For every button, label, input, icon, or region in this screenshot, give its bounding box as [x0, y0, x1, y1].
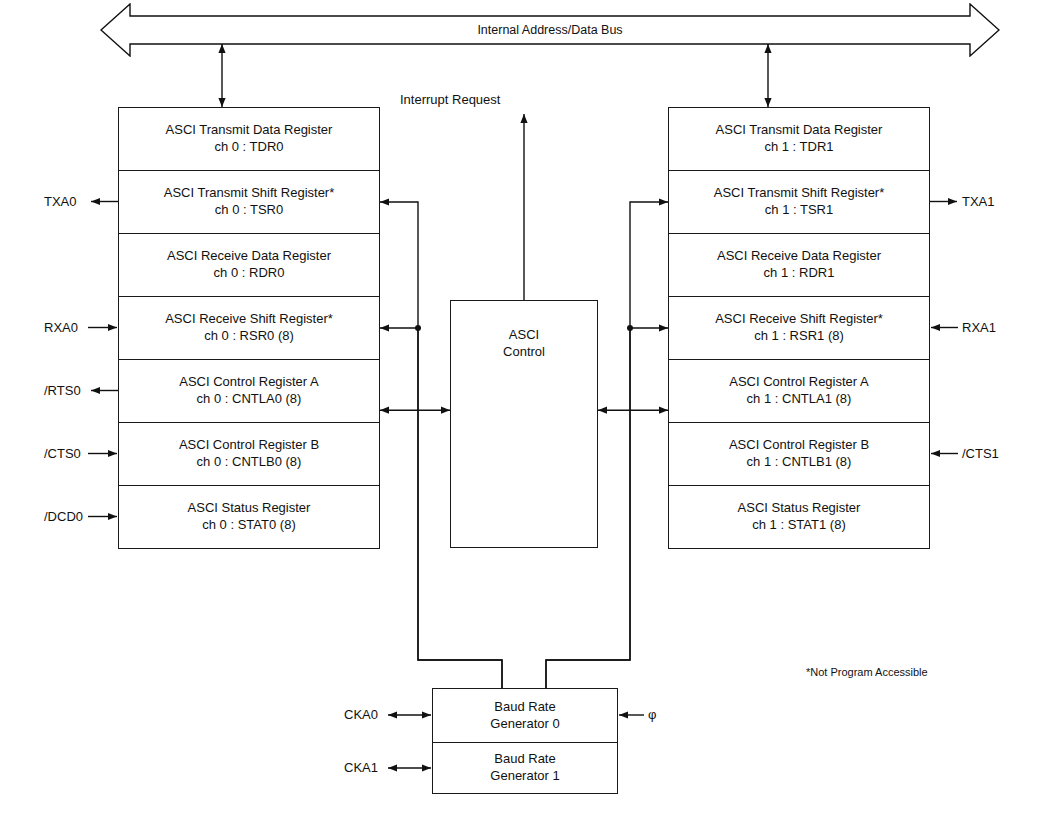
rxa0-arrow	[88, 327, 117, 328]
register-name: Baud Rate Generator 0	[483, 699, 567, 733]
register-box: ASCI Control Register Bch 0 : CNTLB0 (8)	[118, 422, 380, 486]
register-box: ASCI Control Register Ach 1 : CNTLA1 (8)	[668, 359, 930, 423]
generator-box: Baud Rate Generator 0	[432, 688, 618, 743]
register-name: ASCI Receive Shift Register*	[715, 311, 883, 328]
cka1-arrow	[388, 767, 431, 768]
signal-label: RXA1	[962, 319, 996, 336]
bus-shape	[101, 4, 999, 56]
register-name: Internal Address/Data Bus	[477, 22, 622, 38]
register-name: ASCI Receive Data Register	[717, 248, 881, 265]
register-box: ASCI Transmit Shift Register*ch 1 : TSR1	[668, 170, 930, 234]
rxa1-arrow	[931, 327, 958, 328]
channel-name: ch 0 : TDR0	[214, 139, 283, 156]
register-name: ASCI Transmit Data Register	[166, 122, 333, 139]
signal-label: RXA0	[44, 319, 78, 336]
signal-label: CKA1	[344, 760, 378, 777]
register-box: ASCI Receive Shift Register*ch 0 : RSR0 …	[118, 296, 380, 360]
connector-line	[598, 410, 668, 411]
connector-line	[380, 410, 450, 411]
register-box: ASCI Transmit Data Registerch 0 : TDR0	[118, 107, 380, 171]
dcd0-arrow	[88, 516, 117, 517]
register-name: ASCI Transmit Data Register	[716, 122, 883, 139]
generator-box: Baud Rate Generator 1	[432, 742, 618, 794]
arrow-head	[659, 407, 668, 414]
register-name: ASCI Receive Data Register	[167, 248, 331, 265]
connector-line	[221, 44, 222, 107]
channel-name: ch 1 : RSR1 (8)	[754, 328, 844, 345]
channel-name: ch 0 : RSR0 (8)	[204, 328, 294, 345]
junction-dot	[627, 325, 633, 331]
register-name: ASCI Control Register B	[179, 437, 319, 454]
arrow-head	[441, 407, 450, 414]
arrow-head	[659, 324, 668, 331]
signal-label: /DCD0	[44, 508, 83, 525]
channel-name: ch 1 : CNTLA1 (8)	[747, 391, 852, 408]
interrupt-label: Interrupt Request	[400, 92, 500, 109]
register-box: ASCI Status Registerch 1 : STAT1 (8)	[668, 485, 930, 549]
arrow-head	[218, 98, 225, 107]
channel-name: ch 0 : STAT0 (8)	[202, 517, 295, 534]
channel-name: ch 1 : CNTLB1 (8)	[747, 454, 852, 471]
register-name: ASCI Control	[494, 327, 554, 361]
arrow-head	[659, 198, 668, 205]
register-name: ASCI Receive Shift Register*	[165, 311, 333, 328]
txa1-arrow	[930, 201, 957, 202]
interrupt-arrow	[523, 114, 524, 300]
register-name: ASCI Status Register	[738, 500, 861, 517]
register-name: ASCI Control Register B	[729, 437, 869, 454]
arrow-head	[218, 44, 225, 53]
connector	[598, 407, 668, 414]
register-box: ASCI Transmit Data Registerch 1 : TDR1	[668, 107, 930, 171]
connector	[218, 44, 225, 107]
channel-name: ch 1 : STAT1 (8)	[752, 517, 845, 534]
register-box: ASCI Control Register Ach 0 : CNTLA0 (8)	[118, 359, 380, 423]
control-box: ASCI Control	[450, 300, 598, 548]
signal-label: /CTS1	[962, 445, 999, 462]
register-name: Baud Rate Generator 1	[483, 751, 567, 785]
channel-name: ch 0 : TSR0	[215, 202, 283, 219]
channel-name: ch 1 : TDR1	[764, 139, 833, 156]
register-box: ASCI Status Registerch 0 : STAT0 (8)	[118, 485, 380, 549]
register-name: ASCI Transmit Shift Register*	[714, 185, 885, 202]
channel-name: ch 1 : TSR1	[765, 202, 833, 219]
register-box: ASCI Receive Data Registerch 1 : RDR1	[668, 233, 930, 297]
rts0-arrow	[91, 390, 118, 391]
connector	[764, 44, 771, 107]
channel-name: ch 0 : CNTLB0 (8)	[197, 454, 302, 471]
register-box: ASCI Transmit Shift Register*ch 0 : TSR0	[118, 170, 380, 234]
junction-dot	[415, 325, 421, 331]
channel-name: ch 0 : RDR0	[214, 265, 285, 282]
register-name: ASCI Control Register A	[729, 374, 868, 391]
register-box: ASCI Receive Shift Register*ch 1 : RSR1 …	[668, 296, 930, 360]
arrow-head	[598, 407, 607, 414]
signal-label: /CTS0	[44, 445, 81, 462]
signal-label: CKA0	[344, 707, 378, 724]
arrow-head	[380, 324, 389, 331]
arrow-head	[380, 198, 389, 205]
channel-name: ch 0 : CNTLA0 (8)	[197, 391, 302, 408]
connector-line	[767, 44, 768, 107]
signal-label: TXA1	[962, 193, 995, 210]
bus-arrow: Internal Address/Data Bus	[100, 3, 1000, 57]
cts0-arrow	[88, 453, 117, 454]
arrow-head	[764, 98, 771, 107]
clock-arrow	[619, 714, 644, 715]
cka0-arrow	[388, 714, 431, 715]
channel-name: ch 1 : RDR1	[764, 265, 835, 282]
connector	[380, 407, 450, 414]
arrow-head	[380, 407, 389, 414]
cts1-arrow	[931, 453, 958, 454]
register-name: ASCI Transmit Shift Register*	[164, 185, 335, 202]
txa0-arrow	[91, 201, 118, 202]
footnote: *Not Program Accessible	[806, 665, 928, 679]
register-name: ASCI Control Register A	[179, 374, 318, 391]
arrow-head	[764, 44, 771, 53]
register-name: ASCI Status Register	[188, 500, 311, 517]
register-box: ASCI Receive Data Registerch 0 : RDR0	[118, 233, 380, 297]
signal-label: /RTS0	[44, 382, 81, 399]
register-box: ASCI Control Register Bch 1 : CNTLB1 (8)	[668, 422, 930, 486]
signal-label: TXA0	[44, 193, 77, 210]
clock-label: φ	[648, 707, 656, 724]
